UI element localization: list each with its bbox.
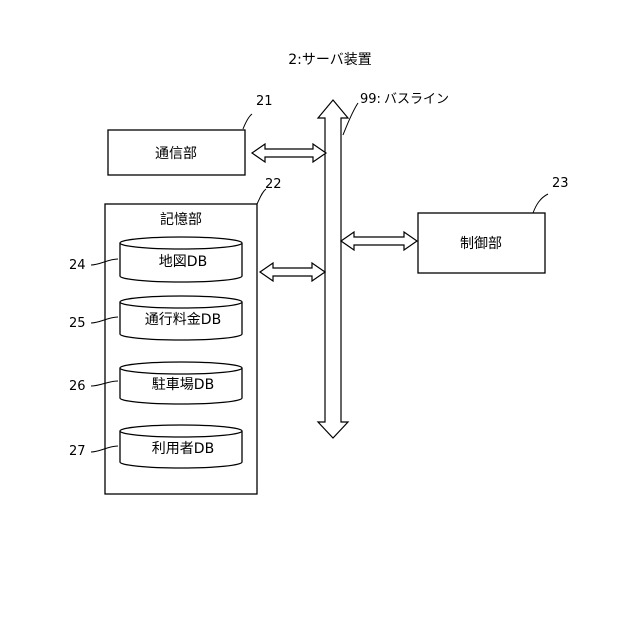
communication-unit-label: 通信部 [155,146,197,162]
communication-ref-number: 21 [256,94,273,109]
control-ref-number: 23 [552,176,569,191]
database-user: 利用者DB [120,425,242,468]
database-toll: 通行料金DB [120,296,242,340]
bus-label: バスライン [384,92,449,107]
storage-bus-arrow [260,263,325,281]
database-toll-ref-number: 25 [69,316,86,331]
database-parking-ref-number: 26 [69,379,86,394]
database-map-ref-number: 24 [69,258,86,273]
diagram-title: 2:サーバ装置 [288,52,371,68]
storage-unit-label: 記憶部 [160,211,202,228]
bus-leader-line [343,103,358,135]
database-toll-label: 通行料金DB [145,312,221,328]
control-leader-line [533,194,548,213]
bus-control-arrow [341,232,417,250]
storage-ref-number: 22 [265,177,282,192]
database-user-label: 利用者DB [152,441,214,457]
bus-ref-number: 99: [360,92,381,107]
database-user-ref-number: 27 [69,444,86,459]
communication-leader-line [243,114,252,129]
control-unit-label: 制御部 [460,236,502,252]
database-parking-label: 駐車場DB [152,376,214,393]
communication-bus-arrow [252,144,326,162]
database-map: 地図DB [120,237,242,282]
database-parking: 駐車場DB [120,362,242,404]
database-map-label: 地図DB [159,254,207,270]
